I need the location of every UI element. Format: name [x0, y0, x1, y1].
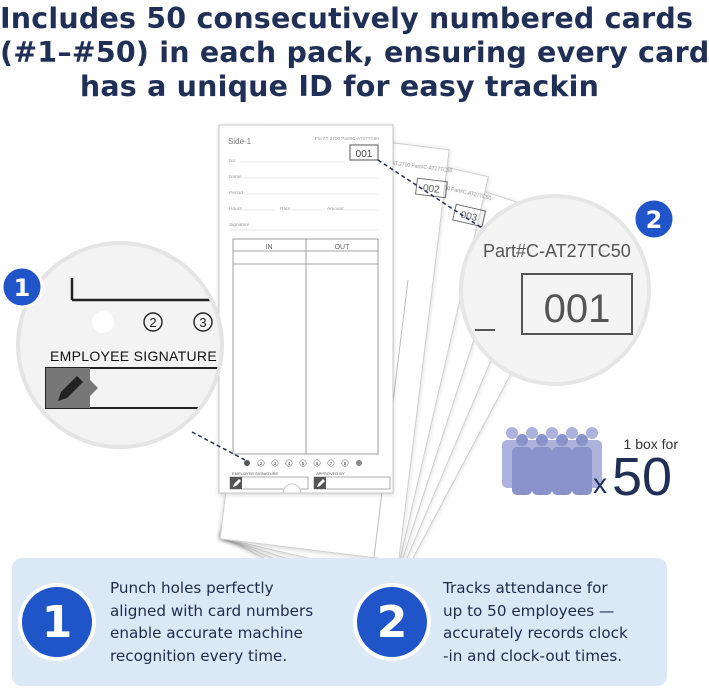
callout-badge-2: 2	[632, 197, 676, 241]
feature-1-line: enable accurate machine	[110, 624, 303, 642]
callout-badge-1-label: 1	[14, 274, 31, 302]
feature-2: 2 Tracks attendance for up to 50 employe…	[357, 558, 662, 686]
column-in: IN	[266, 244, 273, 251]
field-name: Name	[229, 174, 242, 180]
headline: Includes 50 consecutively numbered cards…	[0, 2, 709, 104]
feature-2-line: up to 50 employees —	[443, 601, 615, 620]
field-hours: Hours	[229, 206, 242, 212]
field-rate: Rate	[280, 206, 290, 212]
punch-number: 6	[316, 461, 319, 466]
feature-2-line: -in and clock-out times.	[443, 646, 623, 665]
pencil-icon-small	[317, 479, 325, 487]
pencil-icon-small	[233, 479, 241, 487]
features-panel: 1 Punch holes perfectly aligned with car…	[12, 558, 667, 686]
employee-signature-small: EMPLOYEE SIGNATURE	[232, 471, 278, 476]
headline-line-2: (#1–#50) in each pack, ensuring every ca…	[0, 36, 709, 69]
people-group-icon	[502, 427, 602, 495]
callout-badge-2-label: 2	[646, 206, 663, 234]
approved-by: APPROVED BY	[316, 471, 345, 476]
card-number-002: 002	[422, 183, 440, 196]
zoom-part-number: Part#C-AT27TC50	[483, 241, 631, 261]
feature-1: 1 Punch holes perfectly aligned with car…	[22, 558, 344, 686]
zoom-bubble-left: 2 3 EMPLOYEE SIGNATURE	[16, 241, 224, 449]
card-model-1: For AT-2700 Part#C-AT27TC50	[315, 136, 379, 141]
zoom-card-number: 001	[544, 287, 611, 331]
leader-line-2	[377, 159, 489, 233]
punch-number: 8	[344, 461, 347, 466]
leader-line-1	[191, 431, 246, 461]
front-card-content: Side-1 For AT-2700 Part#C-AT27TC50 001 N…	[228, 136, 391, 494]
feature-2-text: Tracks attendance for up to 50 employees…	[443, 577, 628, 667]
box-label: 1 box for	[624, 436, 679, 452]
product-illustration: 003 For AT-2700 Part#C-AT27TC50 002 For …	[0, 124, 679, 621]
zoom-employee-signature: EMPLOYEE SIGNATURE	[50, 348, 217, 364]
feature-1-line: aligned with card numbers	[110, 601, 314, 620]
punch-hole	[356, 460, 362, 466]
punch-number: 3	[274, 461, 277, 466]
punch-number: 4	[288, 461, 291, 466]
zoom-circled-2: 2	[149, 315, 156, 330]
field-no: No.	[229, 158, 236, 164]
feature-2-line: accurately records clock	[443, 624, 628, 642]
punch-number-row: 2 3 4 5 6 7 8	[257, 459, 349, 467]
field-signature: Signature	[229, 222, 250, 228]
pencil-icon	[58, 376, 83, 401]
feature-1-text: Punch holes perfectly aligned with card …	[110, 577, 313, 667]
card-side-label: Side-1	[228, 137, 252, 146]
field-period: Period	[229, 190, 243, 196]
feature-badge-2: 2	[357, 587, 427, 657]
box-count: 50	[612, 447, 672, 507]
headline-line-1: Includes 50 consecutively numbered cards	[0, 2, 694, 35]
zoom-bubble-right: Part#C-AT27TC50 001	[459, 194, 651, 386]
feature-1-line: recognition every time.	[110, 646, 288, 665]
column-out: OUT	[335, 244, 351, 251]
feature-1-line: Punch holes perfectly	[110, 579, 274, 597]
card-slot	[282, 483, 302, 494]
punch-number: 7	[330, 461, 333, 466]
box-multiplier: x	[593, 468, 607, 499]
callout-badge-1: 1	[0, 265, 44, 309]
card-number-001: 001	[356, 149, 373, 160]
punch-number: 2	[260, 461, 263, 466]
field-amount: Amount	[327, 206, 344, 212]
card-number-003: 003	[459, 210, 478, 225]
punch-hole	[244, 460, 250, 466]
feature-2-line: Tracks attendance for	[443, 579, 608, 597]
zoom-circled-3: 3	[199, 315, 206, 330]
headline-line-3: has a unique ID for easy trackin	[79, 70, 600, 103]
punch-number: 5	[302, 461, 305, 466]
feature-badge-1: 1	[22, 587, 92, 657]
